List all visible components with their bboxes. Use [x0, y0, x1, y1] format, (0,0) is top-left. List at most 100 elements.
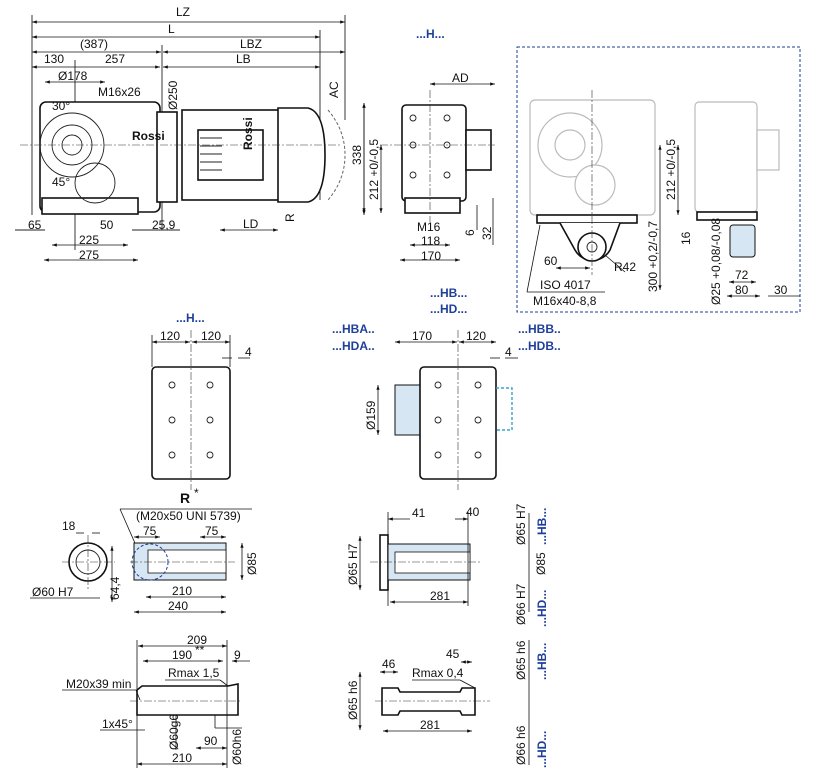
- dim-d65-H7-top: Ø65 H7: [514, 503, 528, 545]
- dim-170: 170: [412, 329, 432, 343]
- dim-d85: Ø85: [534, 552, 548, 575]
- dim-18: 18: [62, 519, 76, 533]
- label-hb: ...HB...: [430, 286, 467, 300]
- dim-LB: LB: [236, 52, 251, 66]
- dim-4: 4: [505, 345, 512, 359]
- dim-80: 80: [735, 283, 749, 297]
- dim-118: 118: [421, 234, 440, 248]
- dim-210: 210: [172, 584, 192, 598]
- dim-d60g6: Ø60g6: [167, 714, 181, 750]
- thread-M20x39: M20x39 min: [66, 677, 131, 691]
- dim-64-4: 64,4: [108, 576, 122, 600]
- dim-275: 275: [79, 248, 99, 262]
- dim-d66-H7: Ø66 H7: [514, 583, 528, 625]
- h-view-title: ...H...: [176, 311, 205, 325]
- dim-9: 9: [234, 648, 241, 662]
- dim-45: 45: [446, 647, 460, 661]
- dim-R42: R42: [614, 260, 636, 274]
- label-hba: ...HBA..: [332, 322, 375, 336]
- dim-4: 4: [245, 345, 252, 359]
- label-hd: ...HD...: [535, 590, 549, 627]
- dim-d65-h6: Ø65 h6: [514, 640, 528, 680]
- dim-190-note: **: [195, 643, 205, 657]
- dim-120-right: 120: [201, 329, 221, 343]
- iso-4017-label: ISO 4017: [540, 278, 591, 292]
- dim-46: 46: [382, 657, 396, 671]
- screw-spec: (M20x50 UNI 5739): [136, 509, 241, 523]
- dim-257: 257: [105, 52, 125, 66]
- dim-210: 210: [172, 751, 192, 765]
- angle-45: 45°: [52, 175, 70, 189]
- dim-120: 120: [466, 329, 486, 343]
- dim-209: 209: [187, 633, 207, 647]
- dim-41: 41: [412, 506, 426, 520]
- end-view: ...H... AD 338 212 +0/-0,5 M16 118 170 6…: [350, 27, 495, 263]
- dim-d65-H7-left: Ø65 H7: [346, 543, 360, 585]
- hollow-shaft-hb-view: 41 40 Ø65 H7 ...HB... Ø85 Ø66 H7 ...HD..…: [346, 503, 549, 627]
- label-hdb: ...HDB..: [518, 339, 561, 353]
- dim-LBZ: LBZ: [240, 37, 262, 51]
- dim-d25: Ø25 +0,08/-0,08: [709, 218, 723, 305]
- dim-60: 60: [544, 254, 558, 268]
- dim-281: 281: [430, 589, 450, 603]
- gearbox-logo: Rossi: [132, 129, 165, 143]
- rmax-1-5: Rmax 1,5: [168, 666, 220, 680]
- label-hb: ...HB...: [535, 643, 549, 680]
- dim-281: 281: [420, 718, 440, 732]
- dim-120-left: 120: [160, 329, 180, 343]
- dim-AD: AD: [452, 71, 469, 85]
- hba-view: ...HBA.. ...HDA.. ...HBB.. ...HDB.. 170 …: [332, 322, 561, 490]
- dim-50: 50: [100, 218, 114, 232]
- dim-300: 300 +0,2/-0,7: [646, 221, 660, 292]
- angle-30: 30°: [52, 99, 70, 113]
- dim-75-left: 75: [143, 524, 157, 538]
- dim-AC: AC: [327, 81, 341, 98]
- dim-6: 6: [463, 229, 477, 236]
- dim-130: 130: [44, 52, 64, 66]
- hollow-shaft-title: R: [180, 490, 190, 506]
- motor-logo: Rossi: [241, 117, 255, 150]
- h-view: ...H... 120 120 4: [151, 311, 252, 490]
- rmax-0-4: Rmax 0,4: [412, 666, 464, 680]
- solid-shaft-hb-view: 46 45 Rmax 0,4 Ø65 h6 281 Ø65 h6 ...HB..…: [346, 640, 549, 768]
- dim-d250: Ø250: [166, 80, 180, 110]
- dim-d60-H7: Ø60 H7: [32, 585, 74, 599]
- thread-M16x26: M16x26: [98, 85, 141, 99]
- dim-30: 30: [774, 283, 788, 297]
- dim-d85: Ø85: [245, 552, 259, 575]
- hollow-shaft-star: *: [194, 486, 199, 500]
- end-view-title: ...H...: [416, 27, 445, 41]
- solid-shaft-view: 209 190 ** 9 Rmax 1,5 M20x39 min 1x45° Ø…: [62, 633, 250, 768]
- dim-40: 40: [466, 505, 480, 519]
- hollow-shaft-view: R * (M20x50 UNI 5739) 18 75 75 Ø85 Ø60 H…: [30, 486, 259, 614]
- dim-190: 190: [172, 648, 192, 662]
- label-hbb: ...HBB..: [518, 322, 561, 336]
- torque-arm-box: 60 R42 ISO 4017 M16x40-8,8 300 +0,2/-0,7…: [516, 46, 801, 313]
- dim-90: 90: [204, 734, 218, 748]
- dim-65: 65: [28, 218, 42, 232]
- dim-L: L: [168, 22, 175, 36]
- side-view: Rossi Rossi LZ L (387) LBZ 130 257 LB Ø1…: [15, 5, 366, 262]
- dim-338: 338: [350, 145, 364, 165]
- dim-72: 72: [735, 268, 749, 282]
- label-hda: ...HDA..: [332, 339, 375, 353]
- dim-240: 240: [168, 599, 188, 613]
- dim-16: 16: [679, 231, 693, 245]
- dim-170: 170: [421, 249, 441, 263]
- dim-75-right: 75: [205, 524, 219, 538]
- bolt-spec: M16x40-8,8: [533, 294, 597, 308]
- chamfer-1x45: 1x45°: [102, 717, 133, 731]
- dim-LZ: LZ: [176, 5, 190, 19]
- dim-LD: LD: [243, 217, 259, 231]
- dim-225: 225: [79, 233, 99, 247]
- dim-387: (387): [80, 37, 108, 51]
- dim-d66-h6: Ø66 h6: [514, 725, 528, 765]
- dim-d178: Ø178: [58, 69, 88, 83]
- label-hd: ...HD...: [430, 302, 467, 316]
- dim-d60h6: Ø60h6: [230, 729, 244, 765]
- dim-d65-h6-left: Ø65 h6: [346, 680, 360, 720]
- dim-25-9: 25,9: [152, 218, 176, 232]
- dim-M16: M16: [417, 220, 441, 234]
